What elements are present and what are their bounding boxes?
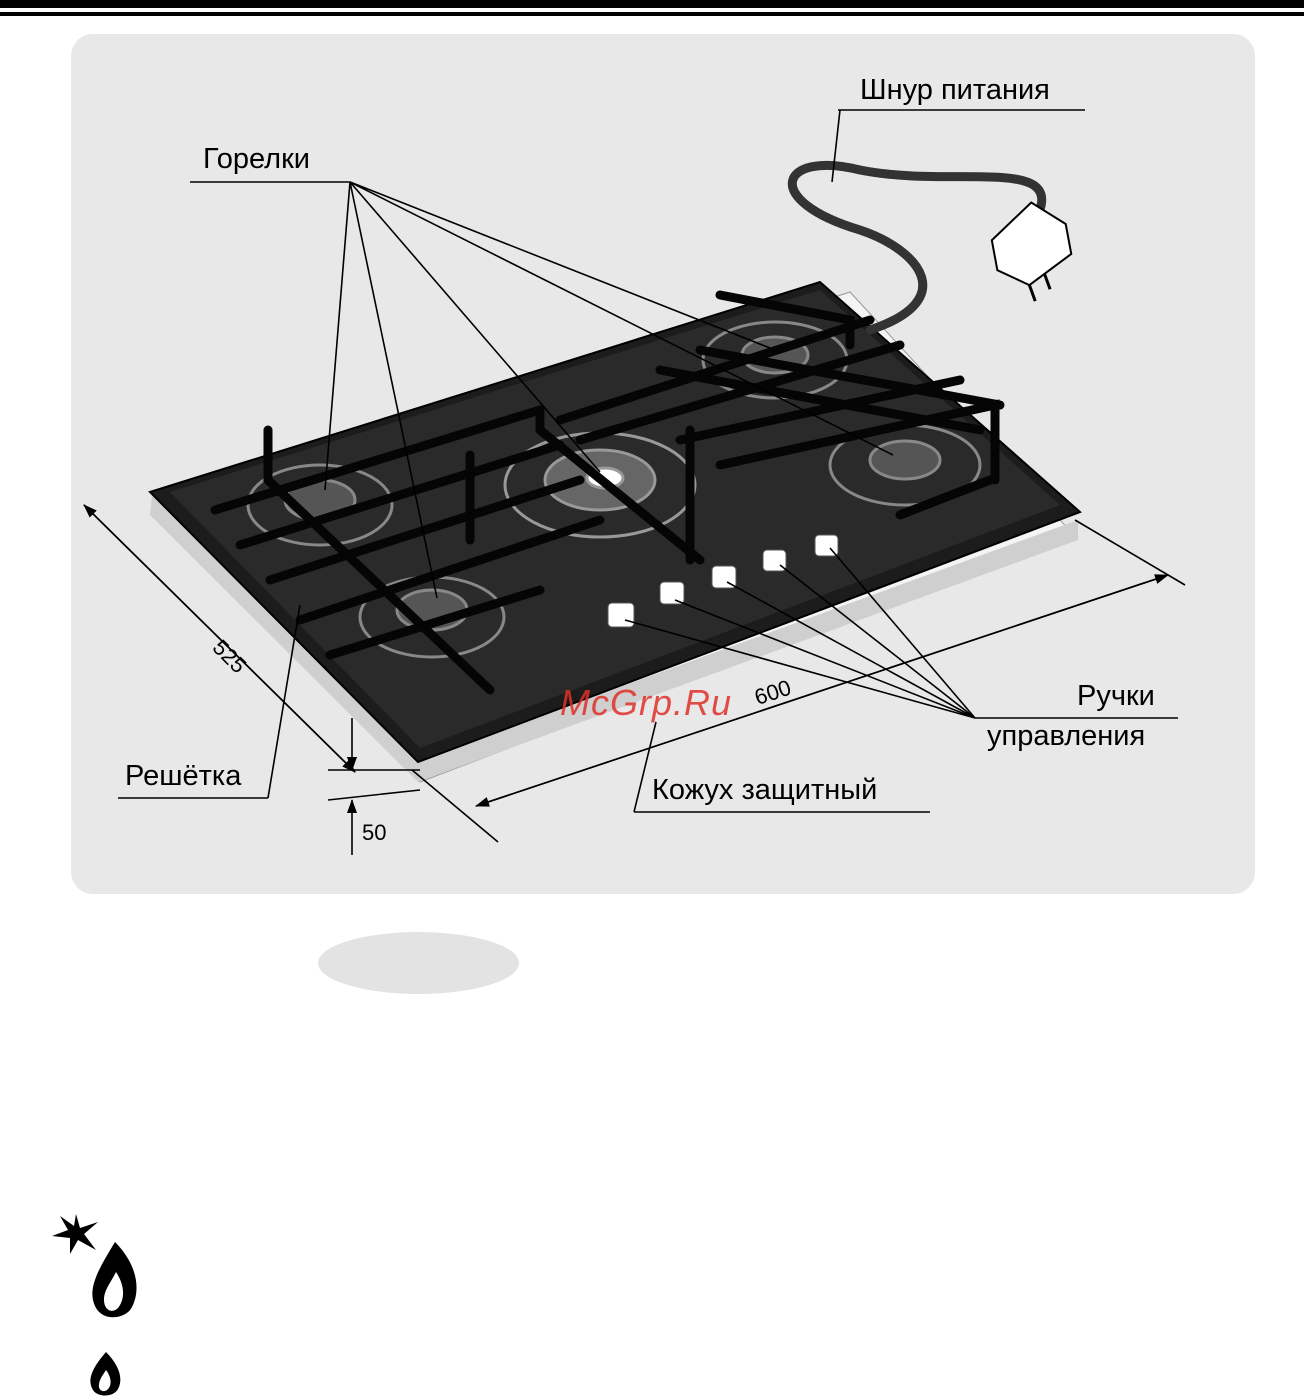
large-flame-icon bbox=[90, 1242, 140, 1322]
label-grate: Решётка bbox=[125, 762, 241, 791]
watermark: McGrp.Ru bbox=[560, 682, 732, 724]
label-control-knobs-2: управления bbox=[987, 722, 1145, 751]
label-power-cord: Шнур питания bbox=[860, 76, 1050, 105]
section-badge bbox=[318, 932, 519, 994]
label-protective-cover: Кожух защитный bbox=[652, 776, 877, 805]
plug bbox=[980, 194, 1087, 310]
label-burners: Горелки bbox=[203, 145, 310, 174]
dimension-height: 50 bbox=[362, 822, 386, 844]
label-control-knobs-1: Ручки bbox=[1077, 682, 1155, 711]
small-flame-icon bbox=[88, 1352, 124, 1398]
